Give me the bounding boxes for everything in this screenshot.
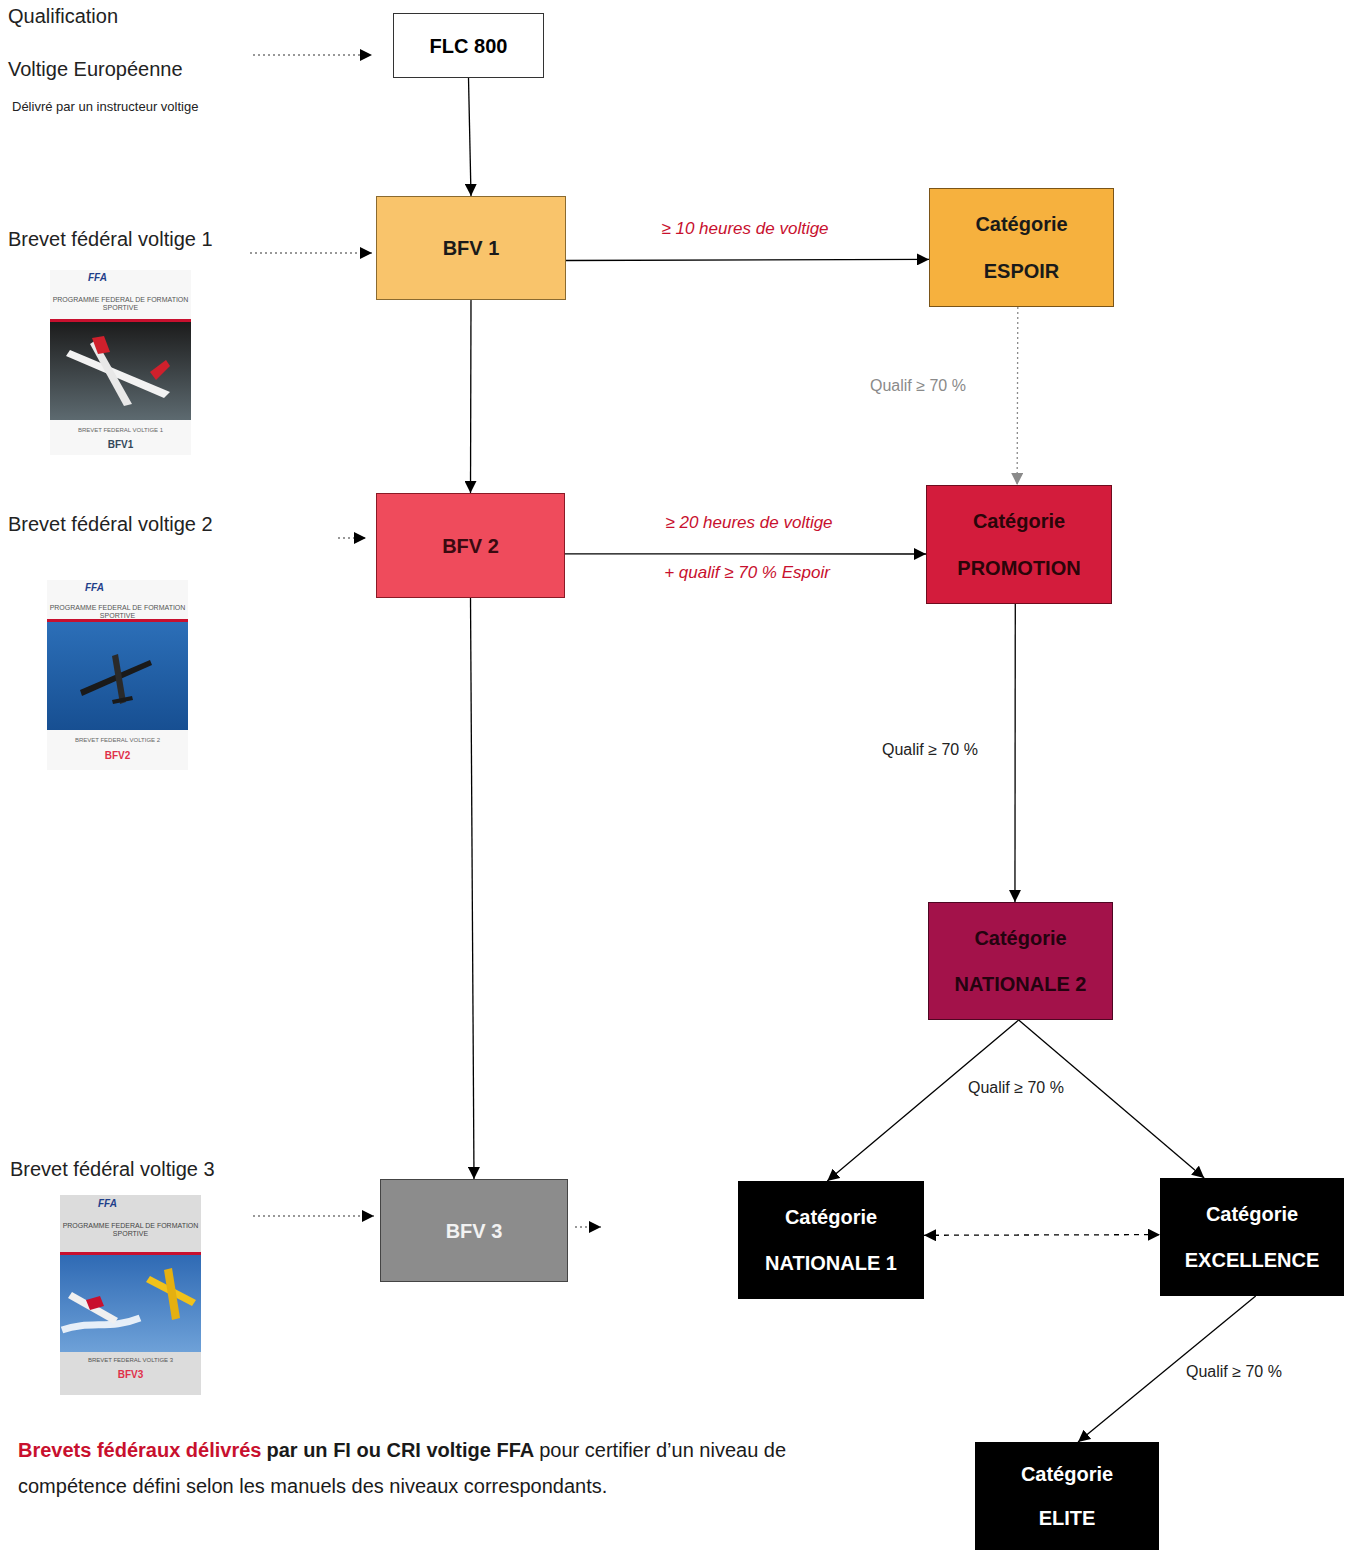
category-heading: Catégorie	[975, 212, 1067, 236]
book-cover	[60, 1195, 201, 1395]
leader-arrow	[338, 537, 366, 538]
plane-detail	[92, 336, 110, 354]
box-title: PROMOTION	[957, 556, 1080, 580]
box-title: BFV 1	[443, 236, 500, 260]
box-title: EXCELLENCE	[1185, 1248, 1319, 1272]
plane-fuselage	[112, 654, 126, 704]
plane-detail	[86, 1296, 104, 1310]
side-label: PROGRAMME FEDERAL DE FORMATION SPORTIVE	[62, 1222, 199, 1239]
connector-arrow	[827, 1020, 1018, 1181]
brevet-box: BFV 3	[380, 1179, 568, 1282]
book-cover	[50, 270, 191, 455]
plane-tail	[150, 360, 170, 380]
side-label: BFV3	[62, 1369, 199, 1381]
side-label: BREVET FEDERAL VOLTIGE 3	[62, 1357, 199, 1364]
side-label: FFA	[98, 1198, 117, 1210]
connector-arrow	[565, 553, 926, 554]
connector-arrow	[1016, 307, 1018, 485]
box-title: BFV 3	[446, 1219, 503, 1243]
plane-wing	[68, 1292, 118, 1324]
edge-label: Qualif ≥ 70 %	[966, 1078, 1066, 1097]
note-text: Brevets fédéraux délivrés	[18, 1439, 261, 1461]
side-label: FFA	[85, 582, 104, 594]
category-heading: Catégorie	[785, 1205, 877, 1229]
footnote: Brevets fédéraux délivréspar un FI ou CR…	[18, 1432, 808, 1504]
side-label: + qualif ≥ 70 % Espoir	[597, 563, 897, 583]
cover-stripe	[60, 1252, 201, 1255]
edge-label: Qualif ≥ 70 %	[1184, 1362, 1284, 1381]
side-label: Voltige Européenne	[8, 57, 183, 81]
category-heading: Catégorie	[974, 926, 1066, 950]
category-box: CatégorieESPOIR	[929, 188, 1114, 307]
category-heading: Catégorie	[973, 509, 1065, 533]
connector-arrow	[471, 598, 475, 1179]
connector-arrow	[470, 300, 472, 493]
category-box: CatégorieNATIONALE 2	[928, 902, 1113, 1020]
plane-fuselage	[164, 1268, 180, 1320]
box-title: NATIONALE 2	[955, 972, 1087, 996]
category-box: CatégorieELITE	[975, 1442, 1159, 1550]
leader-arrow	[253, 1215, 374, 1216]
plane-tail	[112, 696, 133, 704]
brevet-box: BFV 2	[376, 493, 565, 598]
edge-label: Qualif ≥ 70 %	[880, 740, 980, 759]
connector-arrow	[1014, 604, 1016, 902]
side-label: Qualification	[8, 4, 118, 28]
box-title: ESPOIR	[984, 259, 1060, 283]
leader-arrow	[575, 1226, 601, 1227]
box-title: BFV 2	[442, 534, 499, 558]
side-label: FFA	[88, 272, 107, 284]
side-label: PROGRAMME FEDERAL DE FORMATION SPORTIVE	[49, 604, 186, 621]
box-title: ELITE	[1039, 1506, 1096, 1530]
side-label: Délivré par un instructeur voltige	[12, 99, 198, 115]
category-box: CatégorieNATIONALE 1	[738, 1181, 924, 1299]
side-label: Brevet fédéral voltige 2	[8, 512, 213, 536]
side-label: BREVET FEDERAL VOLTIGE 2	[49, 737, 186, 744]
connector-arrow	[469, 78, 472, 196]
leader-arrow	[250, 252, 372, 253]
leader-arrow	[253, 54, 372, 55]
connector-arrow	[1019, 1020, 1205, 1178]
category-heading: Catégorie	[1021, 1462, 1113, 1486]
edge-label: ≥ 20 heures de voltige	[597, 513, 901, 533]
category-box: CatégoriePROMOTION	[926, 485, 1112, 604]
cover-photo	[60, 1255, 201, 1352]
cover-footer	[60, 1352, 201, 1395]
smoke-trail	[62, 1318, 140, 1330]
side-label: BFV1	[52, 439, 189, 451]
box-title: NATIONALE 1	[765, 1251, 897, 1275]
cover-stripe	[50, 319, 191, 322]
side-label: PROGRAMME FEDERAL DE FORMATION SPORTIVE	[52, 296, 189, 313]
side-label: BREVET FEDERAL VOLTIGE 1	[52, 427, 189, 434]
category-heading: Catégorie	[1206, 1202, 1298, 1226]
side-label: Brevet fédéral voltige 3	[10, 1157, 215, 1181]
brevet-box: BFV 1	[376, 196, 566, 300]
cover-footer	[50, 420, 191, 455]
edge-label: ≥ 10 heures de voltige	[593, 219, 897, 239]
connector-arrow	[924, 1234, 1160, 1236]
category-box: CatégorieEXCELLENCE	[1160, 1178, 1344, 1296]
connector-arrow	[566, 259, 929, 260]
cover-photo	[50, 322, 191, 420]
side-label: BFV2	[49, 750, 186, 762]
book-cover	[47, 580, 188, 770]
edge-label: Qualif ≥ 70 %	[868, 376, 968, 395]
note-text: par un FI ou CRI voltige FFA	[266, 1439, 534, 1461]
side-label: Brevet fédéral voltige 1	[8, 227, 213, 251]
qualification-box: FLC 800	[393, 13, 544, 78]
cover-stripe	[47, 619, 188, 622]
cover-footer	[47, 730, 188, 770]
cover-photo	[47, 622, 188, 730]
box-title: FLC 800	[430, 34, 508, 58]
plane-fuselage	[90, 340, 132, 406]
